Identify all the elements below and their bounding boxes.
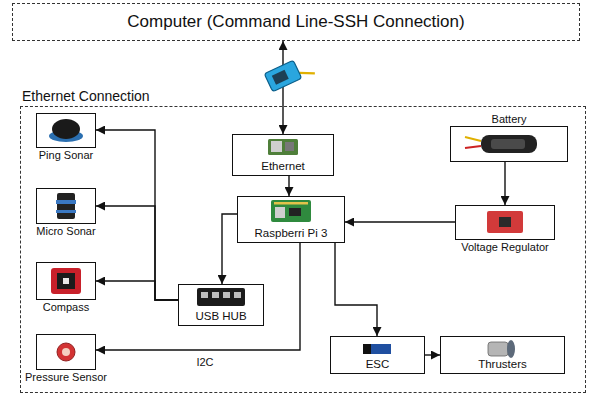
raspberry-pi-icon <box>271 200 311 222</box>
sonar-ring <box>56 200 76 204</box>
connector <box>288 176 289 196</box>
battery-wire <box>465 146 481 148</box>
sonar-dome <box>52 119 80 139</box>
module-box: Thrusters <box>440 336 565 374</box>
port <box>234 292 241 298</box>
port <box>201 292 208 298</box>
sensor-box: Micro Sonar <box>36 188 96 224</box>
battery-icon <box>465 135 537 153</box>
adapter-body <box>264 60 301 92</box>
pin-header <box>274 202 308 205</box>
node-label: Ethernet <box>261 160 304 173</box>
node-label: Ethernet Connection <box>22 88 150 104</box>
connector-group <box>96 41 505 355</box>
voltage-regulator-icon <box>487 211 523 233</box>
sonar-ring <box>56 210 76 213</box>
node-label: Battery <box>492 113 527 126</box>
micro-sonar-icon <box>56 193 76 219</box>
esc-body <box>363 344 391 354</box>
sensor-box: Ping Sonar <box>36 113 96 148</box>
port <box>212 292 219 298</box>
jack <box>271 141 282 152</box>
power-box: Battery <box>450 126 568 162</box>
propeller <box>507 340 515 358</box>
module-box: Ethernet <box>232 134 334 176</box>
sensor-disc <box>57 343 75 361</box>
node-label: Voltage Regulator <box>461 241 548 254</box>
connector <box>345 221 455 222</box>
esc-cap <box>363 344 371 354</box>
sensor-box: Voltage Regulator <box>455 205 555 240</box>
sensor-box: Compass <box>36 262 96 300</box>
regulator-board <box>487 211 523 233</box>
module-box: USB HUB <box>178 284 264 326</box>
node-label: USB HUB <box>195 310 246 323</box>
compass-mark <box>63 278 69 284</box>
module-box: ESC <box>330 336 425 374</box>
thruster-icon <box>488 340 515 358</box>
usb-ports <box>275 207 285 218</box>
connector <box>96 130 178 300</box>
node-label: ESC <box>366 358 390 371</box>
connector <box>96 206 178 300</box>
motor <box>488 342 508 356</box>
connector <box>96 243 300 350</box>
terminal-box: Computer (Command Line-SSH Connection) <box>12 3 580 41</box>
battery-cell <box>481 135 537 153</box>
esc-icon <box>363 344 391 354</box>
board <box>268 139 298 155</box>
module-box: Raspberri Pi 3 <box>237 196 345 243</box>
network-region: Ethernet ConnectionPing SonarEthernetBat… <box>20 106 586 393</box>
signal-label: I2C <box>194 356 215 369</box>
connector <box>425 354 440 355</box>
node-label: Raspberri Pi 3 <box>255 227 328 240</box>
node-label: Compass <box>43 301 89 314</box>
node-label: Pressure Sensor <box>25 371 107 384</box>
connector <box>96 281 178 300</box>
battery-wire <box>465 137 481 141</box>
connector <box>222 214 237 284</box>
sensor-box: Pressure Sensor <box>36 334 96 370</box>
regulator-chip <box>499 217 511 227</box>
board <box>271 200 311 222</box>
ethernet-board-icon <box>268 139 298 155</box>
usb-hub-icon <box>197 288 245 306</box>
compass-board <box>51 268 81 294</box>
chip <box>285 142 294 151</box>
processor <box>289 208 301 216</box>
ethernet-adapter-icon <box>264 54 315 92</box>
pressure-sensor-icon <box>57 343 75 361</box>
node-label: Micro Sonar <box>36 225 95 238</box>
hub-board <box>197 288 245 306</box>
battery-label <box>491 139 525 149</box>
node-label: Ping Sonar <box>39 149 93 162</box>
connector <box>504 162 505 205</box>
ping-sonar-icon <box>49 119 83 142</box>
node-label: Thrusters <box>478 358 527 371</box>
compass-icon <box>51 268 81 294</box>
port <box>223 292 230 298</box>
compass-chip <box>57 273 75 289</box>
sonar-body <box>57 193 75 219</box>
adapter-cable <box>299 67 315 79</box>
adapter-port <box>272 70 289 85</box>
node-label: Computer (Command Line-SSH Connection) <box>127 12 464 32</box>
sensor-core <box>62 348 70 356</box>
connector <box>335 243 377 336</box>
